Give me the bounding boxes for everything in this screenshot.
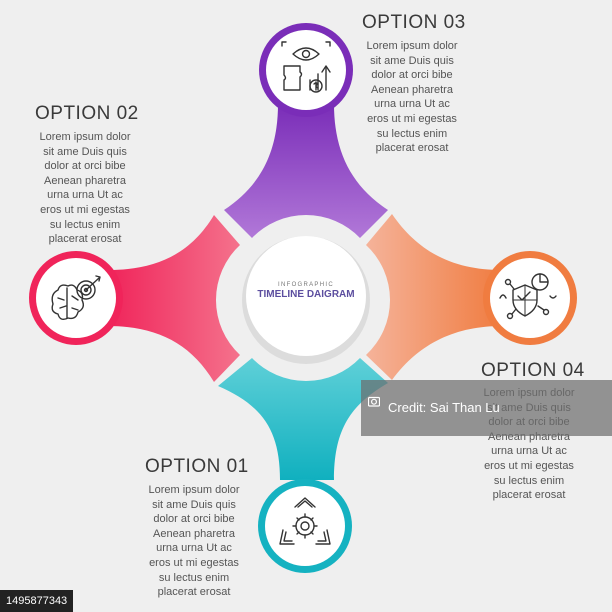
center-subtitle: INFOGRAPHIC bbox=[278, 282, 334, 288]
option-04-circle bbox=[483, 251, 577, 345]
gear-cycle-icon bbox=[279, 497, 331, 545]
petal-option-04 bbox=[366, 214, 502, 380]
center-circle bbox=[246, 236, 366, 356]
stock-id-label: 1495877343 bbox=[0, 590, 74, 612]
watermark-credit: Credit: Sai Than Lu bbox=[388, 400, 500, 415]
option-04-title: OPTION 04 bbox=[481, 360, 585, 381]
option-03-title: OPTION 03 bbox=[362, 12, 466, 33]
option-03-body: Lorem ipsum dolor sit ame Duis quis dolo… bbox=[366, 40, 458, 155]
brain-target-icon bbox=[51, 275, 101, 321]
watermark-banner bbox=[361, 380, 612, 436]
camera-logo-icon bbox=[368, 396, 380, 407]
option-02-body: Lorem ipsum dolor sit ame Duis quis dolo… bbox=[39, 131, 131, 246]
option-01-body: Lorem ipsum dolor sit ame Duis quis dolo… bbox=[148, 484, 240, 599]
option-01-title: OPTION 01 bbox=[145, 456, 249, 477]
center-title: TIMELINE DAIGRAM bbox=[257, 289, 355, 300]
shield-network-icon bbox=[499, 273, 557, 320]
petal-option-02 bbox=[108, 215, 240, 382]
petal-option-01 bbox=[218, 358, 388, 480]
petal-option-03 bbox=[224, 104, 388, 238]
option-01-circle bbox=[258, 479, 352, 573]
option-02-title: OPTION 02 bbox=[35, 103, 139, 124]
eye-puzzle-growth-icon bbox=[281, 41, 331, 93]
